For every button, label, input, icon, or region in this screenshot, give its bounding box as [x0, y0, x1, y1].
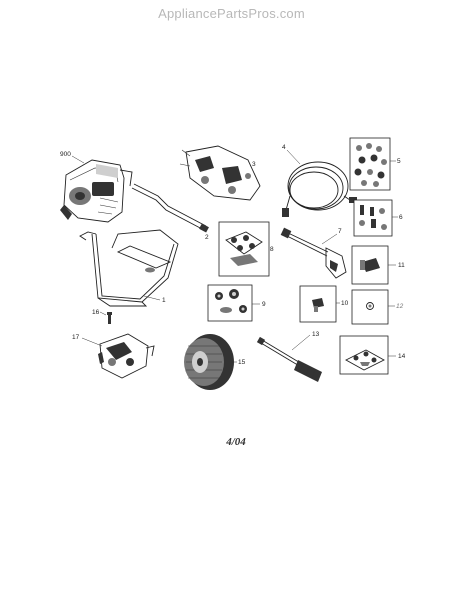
callout-filter-kit: 14 — [398, 353, 406, 360]
part-manifold[interactable] — [179, 145, 261, 201]
callout-manifold: 3 — [252, 161, 256, 168]
callout-hardware-kit: 9 — [262, 301, 266, 308]
part-adapter[interactable] — [351, 245, 389, 285]
callout-handle: 2 — [205, 234, 209, 241]
date-code: 4/04 — [226, 436, 246, 448]
part-pin[interactable] — [107, 312, 112, 324]
part-decal-kit[interactable] — [218, 221, 270, 277]
part-wheel[interactable] — [184, 334, 234, 390]
callout-engine: 900 — [60, 151, 71, 158]
callout-pump: 17 — [72, 334, 80, 341]
part-nozzle-kit[interactable] — [349, 137, 391, 191]
part-connector[interactable] — [299, 285, 337, 323]
callout-nozzle-kit: 5 — [397, 158, 401, 165]
callout-decal-kit: 8 — [270, 246, 274, 253]
callout-wheel: 15 — [238, 359, 246, 366]
part-engine[interactable] — [60, 159, 133, 223]
callout-o-ring: 12 — [396, 303, 404, 310]
part-o-ring[interactable] — [351, 289, 389, 325]
part-hardware-kit[interactable] — [207, 284, 253, 322]
part-spray-lance[interactable] — [256, 336, 322, 382]
watermark: AppliancePartsPros.com — [158, 6, 305, 21]
callout-spray-lance: 13 — [312, 331, 320, 338]
callout-connector: 10 — [341, 300, 349, 307]
callout-frame: 1 — [162, 297, 166, 304]
part-hose[interactable] — [282, 161, 357, 217]
callout-hose: 4 — [282, 144, 286, 151]
part-frame[interactable] — [79, 229, 179, 307]
callout-wand: 7 — [338, 228, 342, 235]
part-wand[interactable] — [280, 227, 347, 279]
callout-adapter: 11 — [398, 262, 405, 269]
part-filter-kit[interactable] — [339, 335, 389, 375]
part-pump[interactable] — [98, 333, 155, 379]
callout-fittings-kit: 6 — [399, 214, 403, 221]
callout-pin: 16 — [92, 309, 100, 316]
part-handle[interactable] — [131, 183, 209, 233]
part-fittings-kit[interactable] — [353, 199, 393, 237]
